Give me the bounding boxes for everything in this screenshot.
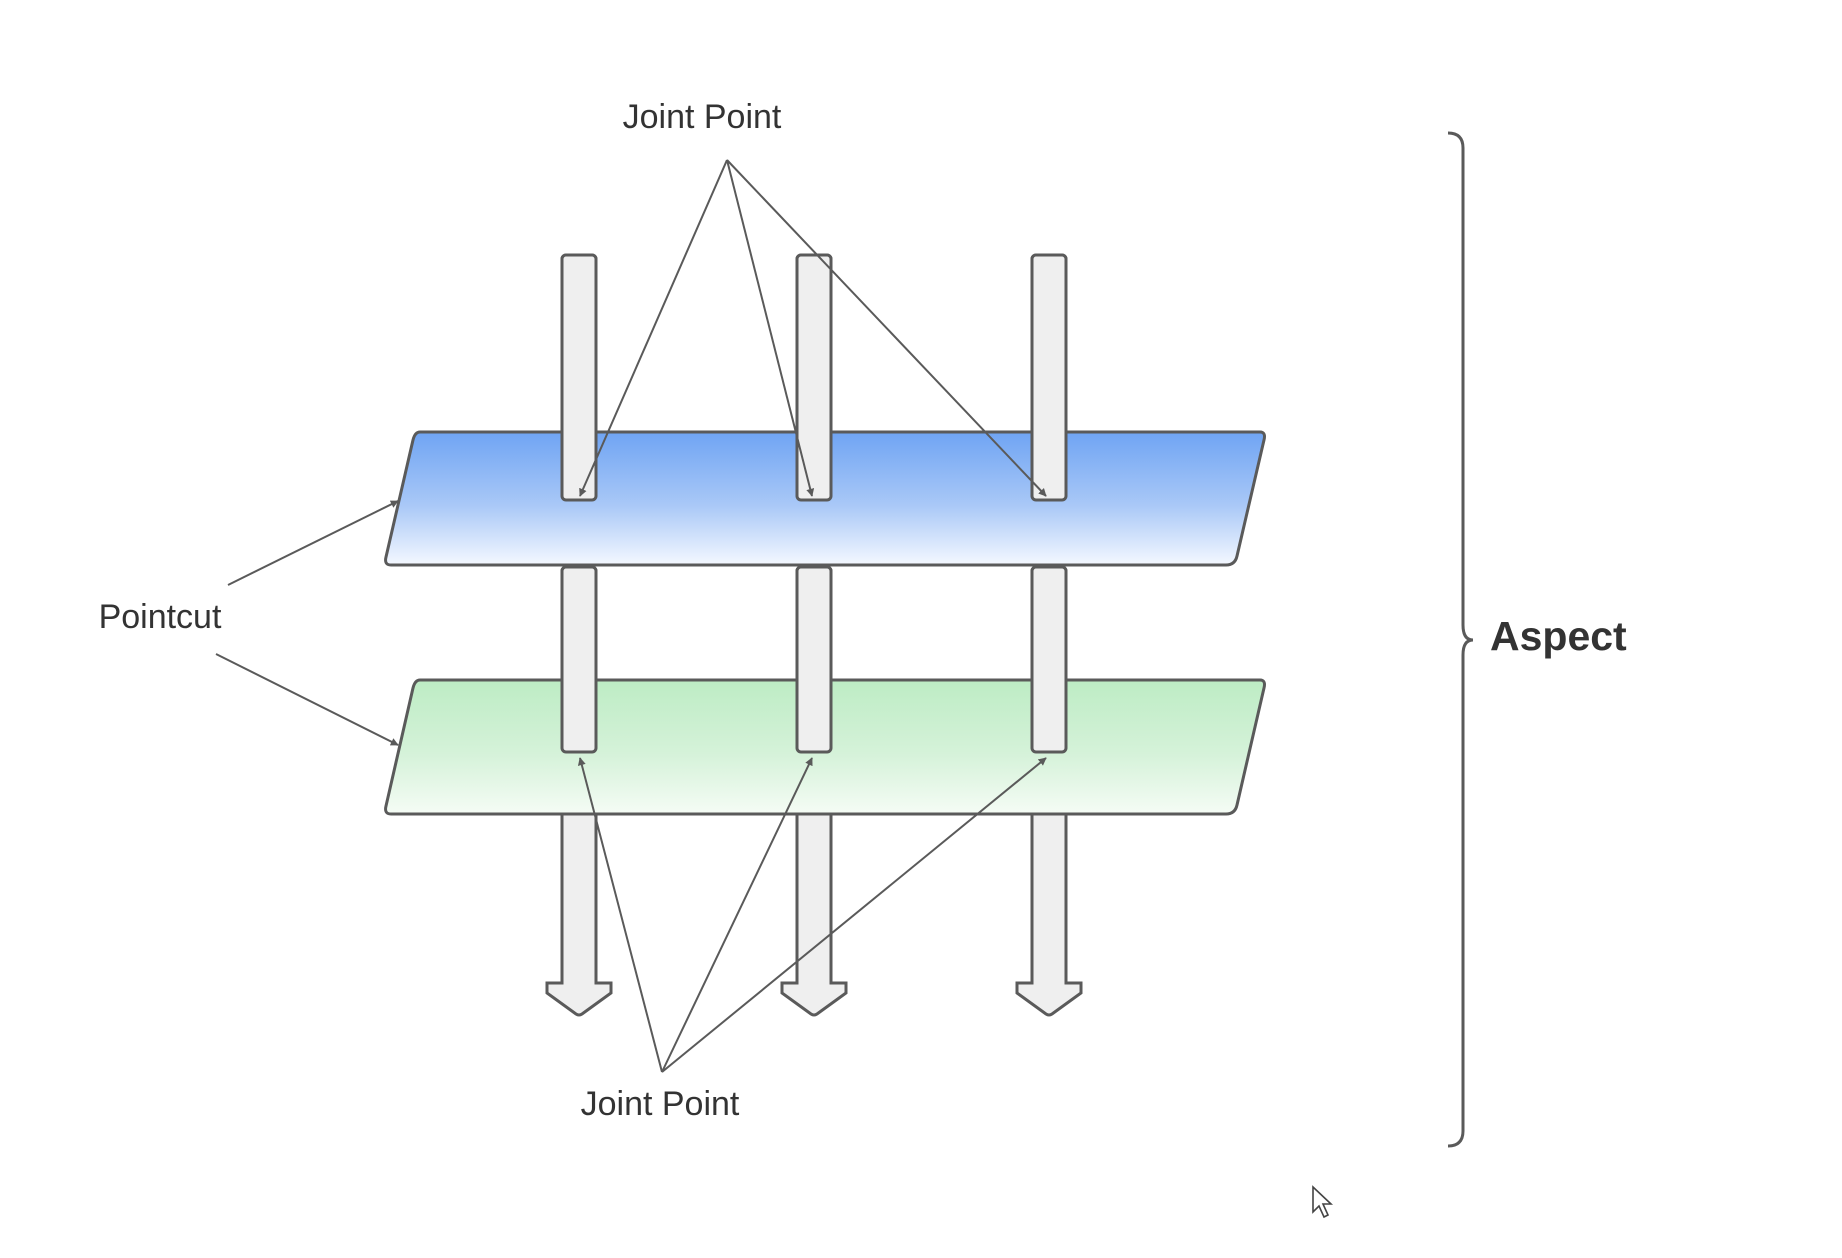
middle-pillar-caps	[560, 565, 1068, 754]
mouse-pointer-icon	[1312, 1185, 1334, 1219]
pillar-1-arrow	[545, 808, 613, 1017]
joint-point-label-top: Joint Point	[623, 98, 782, 136]
connector-pointcut-blue	[227, 500, 399, 586]
connector-top-1	[579, 159, 728, 497]
pillar-2-middle-cap	[795, 565, 833, 754]
right-curly-brace-icon	[1447, 131, 1474, 1148]
top-pillar-caps	[560, 253, 1068, 502]
pointcut-label: Pointcut	[99, 598, 222, 636]
pillar-3-arrow	[1015, 808, 1083, 1017]
aspect-label: Aspect	[1490, 613, 1627, 659]
top-joint-point-connectors	[579, 159, 1047, 497]
pillar-3-cap	[1030, 253, 1068, 502]
connector-top-3	[726, 159, 1047, 497]
pointcut-connectors	[215, 500, 399, 746]
connector-top-2	[726, 159, 815, 497]
connector-bottom-1	[577, 757, 663, 1073]
connector-bottom-3	[661, 757, 1047, 1073]
bottom-joint-point-connectors	[577, 757, 1047, 1073]
pillar-2-arrow	[780, 808, 848, 1017]
pillar-1-middle-cap	[560, 565, 598, 754]
connector-bottom-2	[661, 757, 813, 1073]
pillar-2-cap	[795, 253, 833, 502]
pillar-3-middle-cap	[1030, 565, 1068, 754]
pillar-1-cap	[560, 253, 598, 502]
joint-point-label-bottom: Joint Point	[581, 1085, 740, 1123]
bottom-pillar-arrows	[545, 808, 1083, 1017]
connector-pointcut-green	[215, 653, 399, 746]
